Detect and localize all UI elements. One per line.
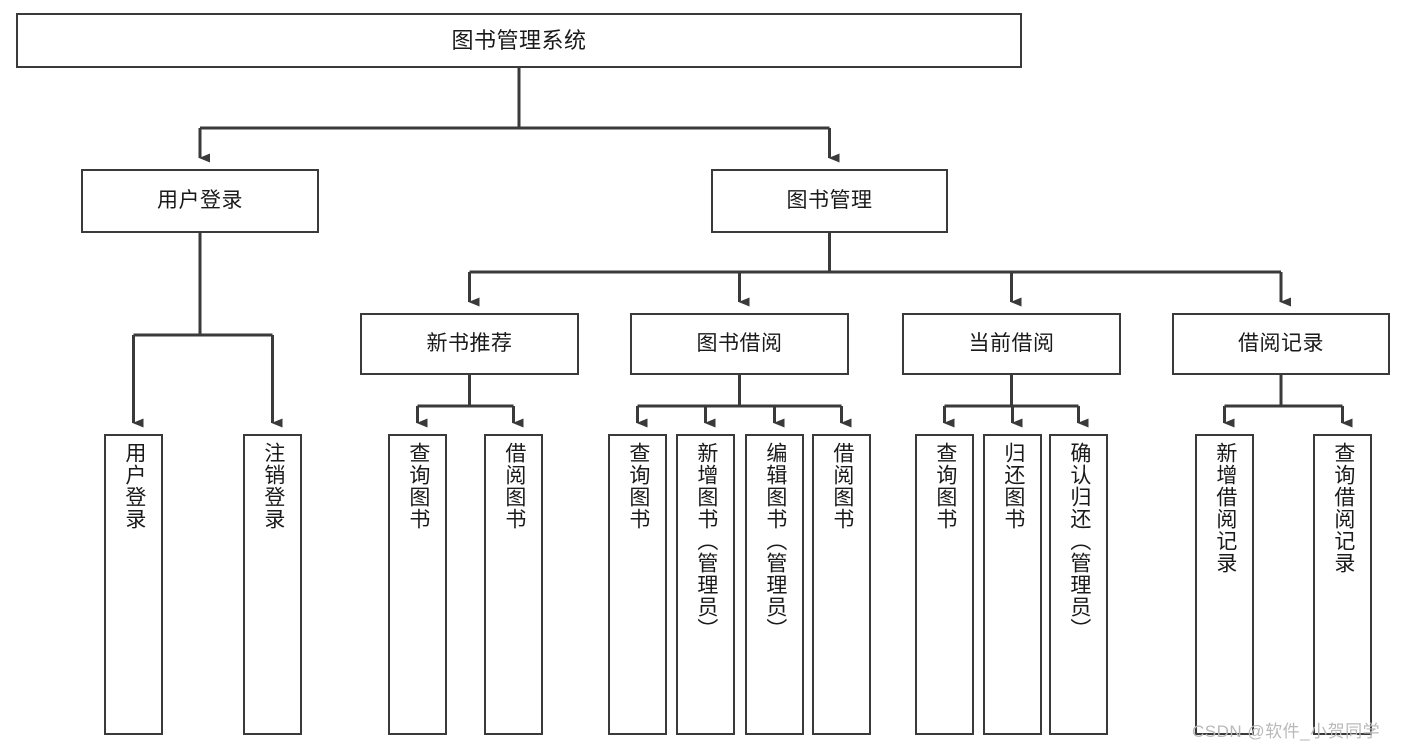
csdn-watermark: CSDN @软件_小贺同学 <box>1192 722 1381 741</box>
node-leaf-borrow-book-2[interactable]: 借阅图书 <box>812 434 871 735</box>
node-label: 当前借阅 <box>968 331 1055 355</box>
node-label: 图书管理系统 <box>451 27 587 53</box>
node-leaf-query-record[interactable]: 查询借阅记录 <box>1313 434 1372 735</box>
node-root[interactable]: 图书管理系统 <box>16 13 1022 68</box>
node-label: 注销登录 <box>261 442 285 530</box>
node-leaf-query-book-1[interactable]: 查询图书 <box>388 434 447 735</box>
node-label: 借阅图书 <box>502 442 526 530</box>
node-label: 借阅记录 <box>1238 331 1324 355</box>
node-label: 编辑图书（管理员） <box>763 442 787 640</box>
node-label: 借阅图书 <box>830 442 854 530</box>
node-leaf-borrow-book-1[interactable]: 借阅图书 <box>484 434 543 735</box>
node-leaf-user-login[interactable]: 用户登录 <box>104 434 163 735</box>
node-leaf-add-book[interactable]: 新增图书（管理员） <box>676 434 735 735</box>
node-leaf-query-book-3[interactable]: 查询图书 <box>915 434 974 735</box>
node-label: 查询图书 <box>933 442 957 530</box>
node-label: 图书借阅 <box>696 331 783 355</box>
node-label: 新书推荐 <box>426 331 513 355</box>
node-borrow-record[interactable]: 借阅记录 <box>1172 313 1390 375</box>
node-leaf-query-book-2[interactable]: 查询图书 <box>608 434 667 735</box>
node-label: 图书管理 <box>786 188 873 212</box>
node-leaf-confirm-return[interactable]: 确认归还（管理员） <box>1049 434 1108 735</box>
node-current-borrow[interactable]: 当前借阅 <box>902 313 1121 375</box>
node-book-borrow[interactable]: 图书借阅 <box>630 313 849 375</box>
node-label: 确认归还（管理员） <box>1067 442 1091 640</box>
node-user-login[interactable]: 用户登录 <box>81 169 319 233</box>
node-new-book-rec[interactable]: 新书推荐 <box>360 313 579 375</box>
node-label: 用户登录 <box>157 188 243 212</box>
node-leaf-return-book[interactable]: 归还图书 <box>983 434 1042 735</box>
node-book-manage[interactable]: 图书管理 <box>711 169 948 233</box>
node-label: 查询图书 <box>406 442 430 530</box>
node-label: 新增借阅记录 <box>1213 442 1237 574</box>
node-label: 新增图书（管理员） <box>694 442 718 640</box>
node-leaf-add-record[interactable]: 新增借阅记录 <box>1195 434 1254 735</box>
node-label: 查询图书 <box>626 442 650 530</box>
node-label: 用户登录 <box>122 442 146 530</box>
node-leaf-user-logout[interactable]: 注销登录 <box>243 434 302 735</box>
node-label: 归还图书 <box>1001 442 1025 530</box>
node-leaf-edit-book[interactable]: 编辑图书（管理员） <box>745 434 804 735</box>
node-label: 查询借阅记录 <box>1331 442 1355 574</box>
